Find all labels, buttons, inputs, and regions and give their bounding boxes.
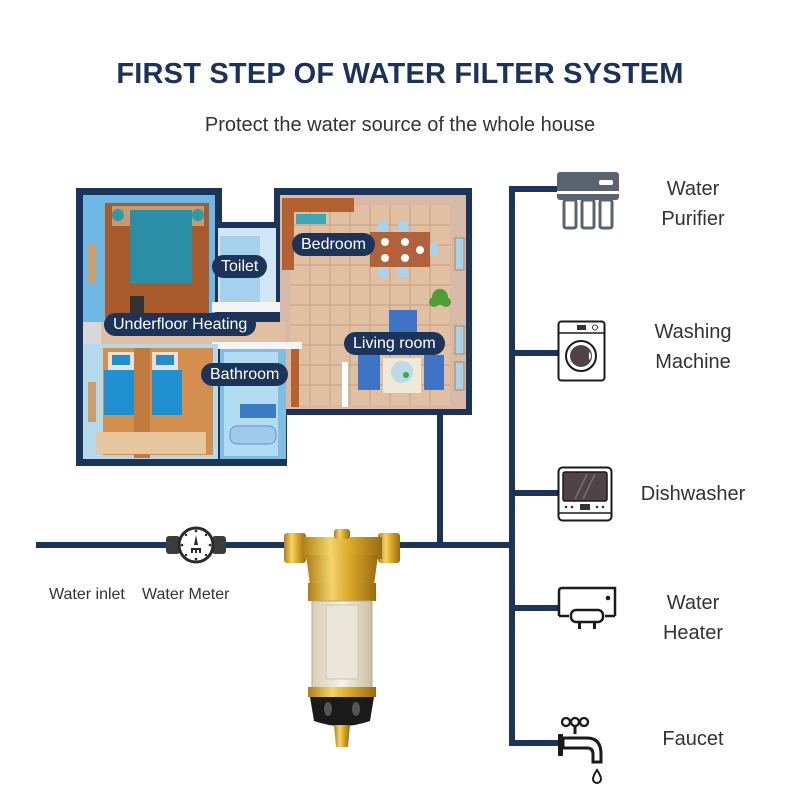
room-label-living-room: Living room — [344, 332, 445, 355]
appliance-label-faucet: Faucet — [640, 724, 746, 754]
room-label-underfloor-heating: Underfloor Heating — [104, 313, 257, 336]
water-purifier-icon — [557, 172, 619, 230]
page-subtitle: Protect the water source of the whole ho… — [204, 114, 596, 136]
water-heater-icon — [557, 586, 617, 629]
water-meter-label: Water Meter — [142, 586, 230, 603]
house-supply-pipe — [437, 415, 443, 546]
washing-machine-label-line2: Machine — [655, 351, 731, 373]
branch-pipe-dishwasher — [509, 490, 559, 496]
branch-pipe-water-purifier — [509, 186, 559, 192]
dishwasher-icon — [557, 466, 613, 522]
branch-pipe-water-heater — [509, 605, 559, 611]
dishwasher-label-line1: Dishwasher — [640, 483, 746, 505]
room-label-bedroom: Bedroom — [292, 233, 375, 256]
room-label-toilet: Toilet — [212, 255, 268, 278]
water-filter-icon — [284, 529, 400, 747]
room-label-bathroom: Bathroom — [201, 363, 289, 386]
water-meter-icon — [166, 526, 226, 564]
water-purifier-label-line2: Purifier — [661, 208, 725, 230]
water-heater-label-line1: Water — [666, 592, 720, 614]
water-heater-label-line2: Heater — [662, 622, 724, 644]
inlet-pipe — [36, 542, 513, 548]
faucet-label-line1: Faucet — [662, 728, 724, 750]
appliance-label-dishwasher: Dishwasher — [625, 479, 761, 509]
distribution-main-pipe — [509, 186, 515, 746]
washing-machine-icon — [557, 320, 606, 382]
appliance-label-water-purifier: Water Purifier — [640, 174, 746, 234]
branch-pipe-washing-machine — [509, 350, 559, 356]
branch-pipe-faucet — [509, 740, 559, 746]
appliance-label-water-heater: Water Heater — [640, 588, 746, 648]
faucet-icon — [558, 716, 603, 784]
washing-machine-label-line1: Washing — [654, 321, 732, 343]
water-purifier-label-line1: Water — [666, 178, 720, 200]
page-title: FIRST STEP OF WATER FILTER SYSTEM — [116, 58, 684, 90]
appliance-label-washing-machine: Washing Machine — [640, 317, 746, 377]
water-inlet-label: Water inlet — [49, 586, 125, 603]
